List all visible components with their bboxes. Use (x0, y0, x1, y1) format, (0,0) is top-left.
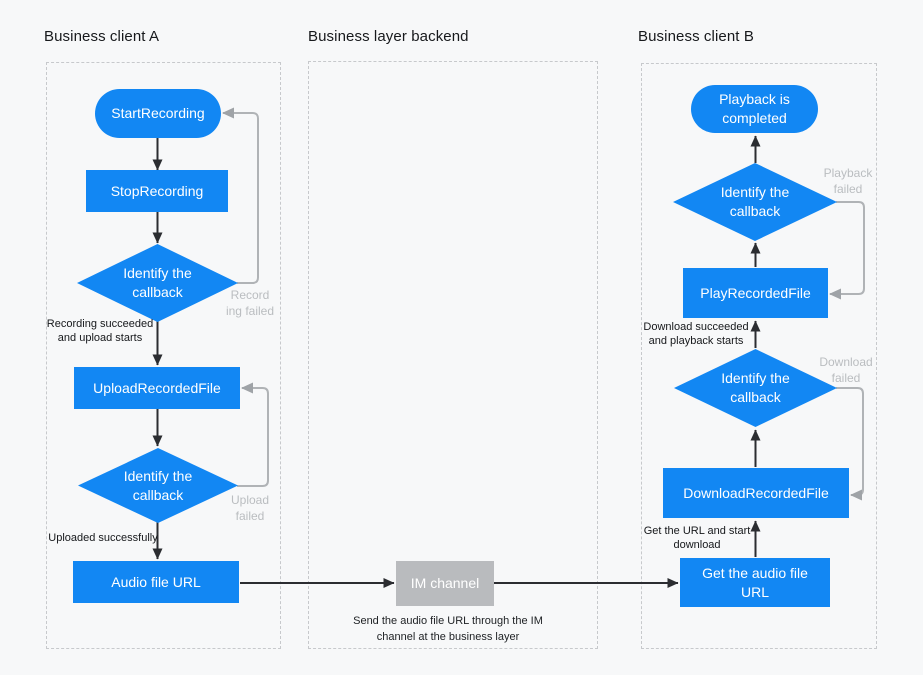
label-recording-failed: Record ing failed (220, 287, 280, 319)
label-line: and playback starts (648, 335, 744, 348)
label-line: failed (833, 182, 863, 197)
node-label: Playback is completed (719, 91, 790, 126)
node-label: Audio file URL (111, 573, 201, 590)
column-title-client-a: Business client A (44, 28, 160, 45)
label-uploaded-successfully: Uploaded successfully (48, 531, 158, 545)
node-label: Identify the callback (720, 184, 790, 219)
node-im-channel: IM channel (396, 561, 494, 606)
label-recording-succeeded: Recording succeeded and upload starts (44, 317, 156, 346)
node-label: Identify the callback (123, 265, 192, 300)
loop-recording-failed (222, 107, 259, 284)
node-label: Identify the callback (123, 467, 193, 503)
lane-client-a (46, 62, 281, 649)
node-label: PlayRecordedFile (700, 284, 811, 301)
lane-backend (308, 61, 598, 649)
node-audio-file-url: Audio file URL (73, 561, 239, 603)
label-line: Get the URL and start (643, 525, 751, 537)
loop-playback-failed (829, 201, 865, 300)
loop-download-failed (836, 387, 864, 501)
label-line: download (673, 539, 721, 552)
label-line: Download succeeded (643, 321, 749, 333)
node-label: DownloadRecordedFile (683, 484, 829, 501)
label-download-succeeded: Download succeeded and playback starts (640, 320, 752, 349)
label-download-failed: Download failed (814, 354, 878, 386)
column-title-backend: Business layer backend (308, 28, 469, 45)
label-line: Uploaded successfully (48, 532, 158, 544)
loop-upload-failed (237, 382, 269, 487)
label-line: failed (235, 509, 265, 524)
label-line: Record (230, 288, 270, 302)
node-start-recording: StartRecording (95, 89, 221, 138)
label-upload-failed: Upload failed (222, 492, 278, 524)
label-line: channel at the business layer (376, 630, 520, 643)
label-line: failed (831, 371, 861, 386)
label-get-url-start-download: Get the URL and start download (642, 524, 752, 553)
label-line: Send the audio file URL through the IM (353, 615, 543, 627)
node-label: StartRecording (111, 105, 205, 122)
label-line: and upload starts (57, 332, 143, 345)
node-download-recorded-file: DownloadRecordedFile (663, 468, 849, 518)
label-playback-failed: Playback failed (818, 165, 878, 197)
node-label: Get the audio file URL (702, 564, 808, 600)
node-upload-recorded-file: UploadRecordedFile (74, 367, 240, 409)
column-title-client-b: Business client B (638, 28, 754, 45)
node-playback-completed: Playback is completed (691, 85, 818, 133)
lane-client-b (641, 63, 877, 649)
node-play-recorded-file: PlayRecordedFile (683, 268, 828, 318)
label-line: Download (819, 355, 873, 369)
node-label: IM channel (410, 575, 480, 592)
node-label: Identify the callback (721, 370, 790, 405)
node-stop-recording: StopRecording (86, 170, 228, 212)
label-im-channel-caption: Send the audio file URL through the IM c… (348, 614, 548, 646)
node-label: UploadRecordedFile (93, 379, 221, 396)
label-line: Upload (230, 493, 270, 507)
label-line: ing failed (225, 304, 275, 319)
label-line: Playback (823, 166, 873, 180)
label-line: Recording succeeded (46, 318, 154, 330)
node-label: StopRecording (110, 182, 204, 199)
node-get-audio-file-url: Get the audio file URL (680, 558, 830, 607)
